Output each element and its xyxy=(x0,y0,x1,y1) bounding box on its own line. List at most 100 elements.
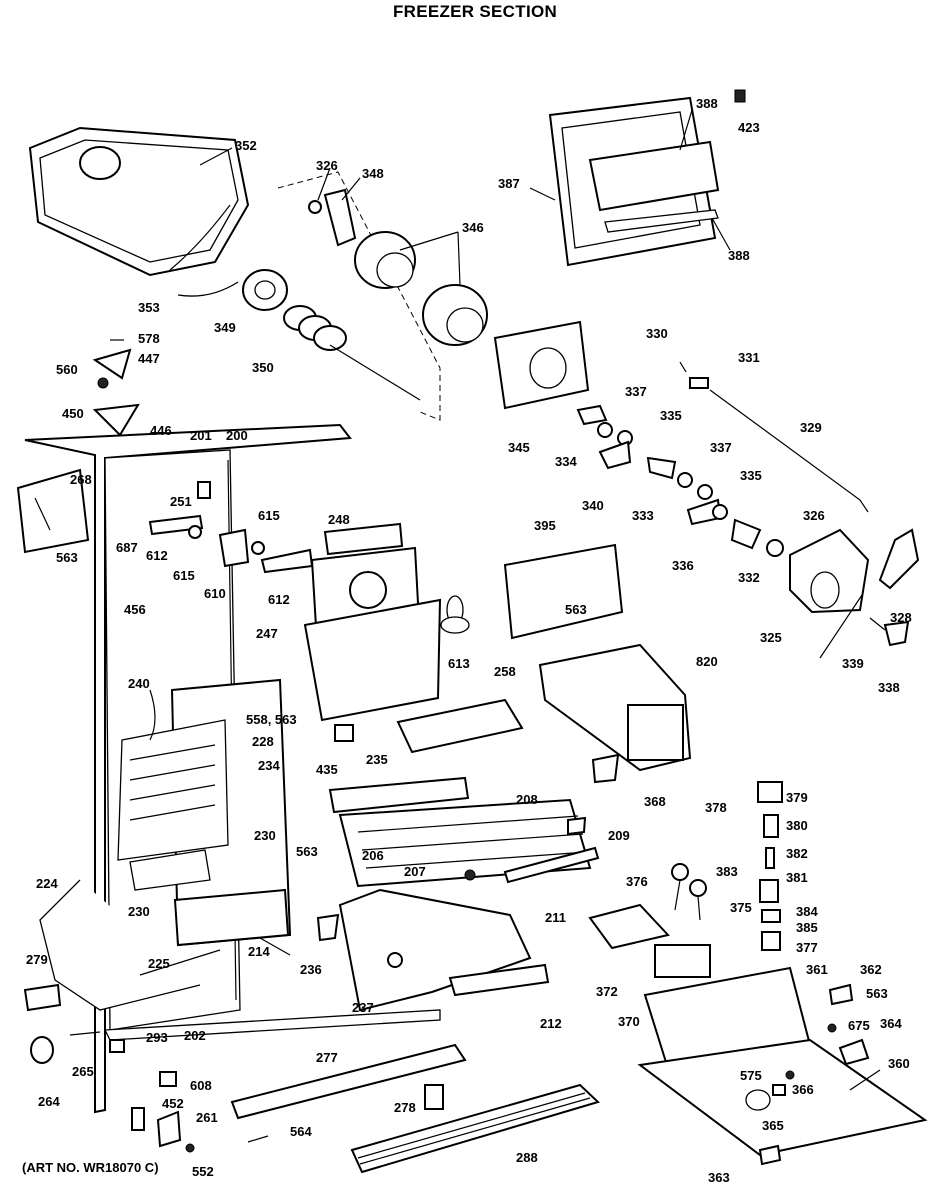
leader-387 xyxy=(529,187,556,201)
part-screw-552 xyxy=(185,1143,195,1153)
callout-339: 339 xyxy=(842,656,864,671)
callout-370: 370 xyxy=(618,1014,640,1029)
leader-388a xyxy=(679,109,693,151)
part-dispenser-door xyxy=(548,96,720,267)
callout-230b: 230 xyxy=(128,904,150,919)
callout-563b: 563 xyxy=(565,602,587,617)
callout-363: 363 xyxy=(708,1170,730,1185)
callout-362: 362 xyxy=(860,962,882,977)
part-bracket-612b xyxy=(260,548,314,574)
callout-335b: 335 xyxy=(740,468,762,483)
callout-395: 395 xyxy=(534,518,556,533)
callout-264: 264 xyxy=(38,1094,60,1109)
callout-378: 378 xyxy=(705,800,727,815)
part-nut-207 xyxy=(464,869,476,881)
callout-558_563: 558, 563 xyxy=(246,712,297,727)
callout-340: 340 xyxy=(582,498,604,513)
part-relay-cover xyxy=(588,903,670,950)
callout-337a: 337 xyxy=(625,384,647,399)
part-crusher-cutters xyxy=(354,231,488,346)
callout-387: 387 xyxy=(498,176,520,191)
callout-435: 435 xyxy=(316,762,338,777)
part-bracket-293 xyxy=(109,1039,125,1053)
callout-687: 687 xyxy=(116,540,138,555)
callout-575: 575 xyxy=(740,1068,762,1083)
callout-380: 380 xyxy=(786,818,808,833)
callout-450: 450 xyxy=(62,406,84,421)
part-leveling-rail xyxy=(230,1043,467,1120)
part-solenoid-link xyxy=(689,377,709,389)
part-roller-278 xyxy=(424,1084,444,1110)
part-shelf-trim xyxy=(503,846,600,884)
part-pin xyxy=(734,89,746,103)
callout-236: 236 xyxy=(300,962,322,977)
callout-384: 384 xyxy=(796,904,818,919)
callout-376: 376 xyxy=(626,874,648,889)
callout-328: 328 xyxy=(890,610,912,625)
callout-261: 261 xyxy=(196,1110,218,1125)
callout-332: 332 xyxy=(738,570,760,585)
callout-365: 365 xyxy=(762,1118,784,1133)
callout-608: 608 xyxy=(190,1078,212,1093)
part-water-valve-parts xyxy=(757,781,783,951)
callout-212: 212 xyxy=(540,1016,562,1031)
callout-334: 334 xyxy=(555,454,577,469)
callout-329: 329 xyxy=(800,420,822,435)
part-gear-cluster xyxy=(576,404,762,550)
callout-202: 202 xyxy=(184,1028,206,1043)
assembly-outline xyxy=(277,171,441,421)
part-bracket-447 xyxy=(92,348,132,380)
callout-563c: 563 xyxy=(296,844,318,859)
callout-333: 333 xyxy=(632,508,654,523)
part-bucket-clip xyxy=(177,281,239,297)
part-valve-364 xyxy=(838,1038,870,1066)
callout-335a: 335 xyxy=(660,408,682,423)
callout-326b: 326 xyxy=(803,508,825,523)
callout-258: 258 xyxy=(494,664,516,679)
leader-360 xyxy=(849,1069,881,1091)
part-bracket-362 xyxy=(828,983,854,1006)
part-bracket-261 xyxy=(156,1110,182,1148)
part-grommet-615a xyxy=(251,541,265,555)
callout-349: 349 xyxy=(214,320,236,335)
part-bearing xyxy=(242,269,288,311)
part-bracket-446 xyxy=(92,403,140,437)
leader-214 xyxy=(259,937,291,956)
callout-360: 360 xyxy=(888,1056,910,1071)
callout-251: 251 xyxy=(170,494,192,509)
callout-675: 675 xyxy=(848,1018,870,1033)
part-ice-bin xyxy=(338,888,550,1012)
part-fan-blade xyxy=(440,595,470,634)
callout-372: 372 xyxy=(596,984,618,999)
part-shelf-support xyxy=(567,816,587,836)
callout-563d: 563 xyxy=(866,986,888,1001)
callout-423: 423 xyxy=(738,120,760,135)
callout-383: 383 xyxy=(716,864,738,879)
callout-326a: 326 xyxy=(316,158,338,173)
part-screw-675 xyxy=(827,1023,837,1033)
callout-247: 247 xyxy=(256,626,278,641)
part-screw-564 xyxy=(247,1135,269,1143)
callout-228: 228 xyxy=(252,734,274,749)
callout-377: 377 xyxy=(796,940,818,955)
callout-214: 214 xyxy=(248,944,270,959)
callout-375: 375 xyxy=(730,900,752,915)
part-deflector xyxy=(396,698,524,754)
part-switch xyxy=(218,528,250,568)
callout-278: 278 xyxy=(394,1100,416,1115)
part-evaporator-cover-395 xyxy=(503,543,624,640)
callout-209: 209 xyxy=(608,828,630,843)
callout-563a: 563 xyxy=(56,550,78,565)
callout-338: 338 xyxy=(878,680,900,695)
part-machine-compartment xyxy=(637,966,928,1157)
callout-268: 268 xyxy=(70,472,92,487)
callout-248: 248 xyxy=(328,512,350,527)
callout-293: 293 xyxy=(146,1030,168,1045)
callout-552: 552 xyxy=(192,1164,214,1179)
callout-353: 353 xyxy=(138,300,160,315)
callout-578: 578 xyxy=(138,331,160,346)
callout-234: 234 xyxy=(258,758,280,773)
part-grommet-615b xyxy=(188,525,202,539)
part-actuator-rod xyxy=(709,389,869,513)
